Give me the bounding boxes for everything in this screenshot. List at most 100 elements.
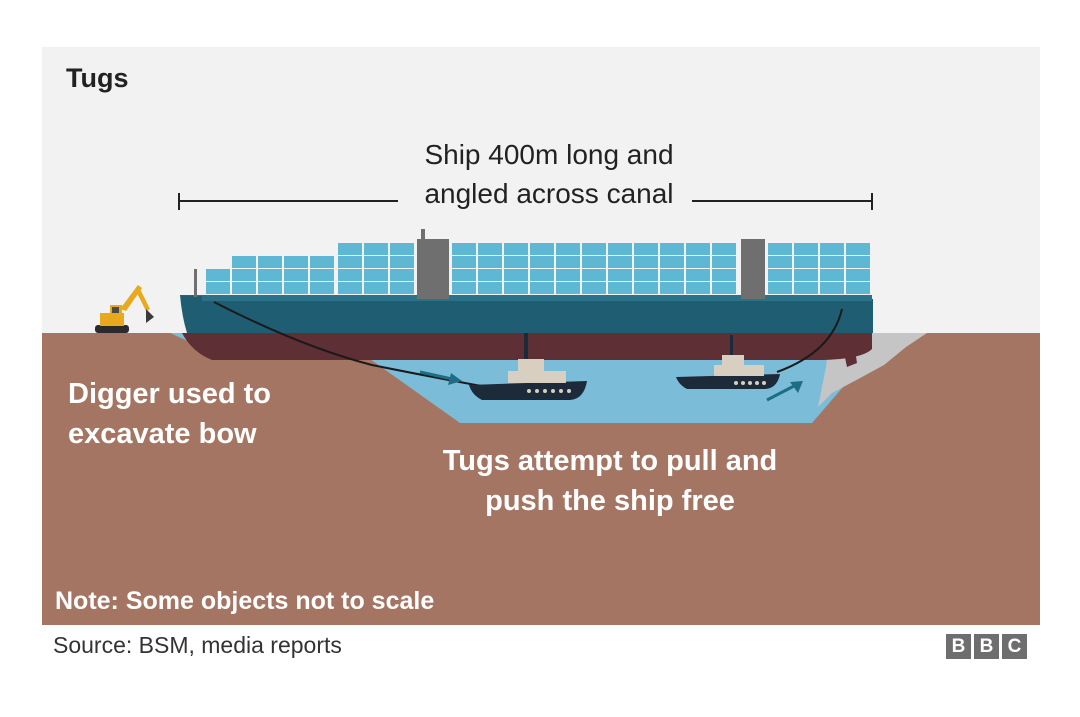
tug-right [676, 335, 780, 389]
container-box [768, 256, 792, 268]
digger-label-line-1: Digger used to [68, 378, 272, 410]
container-box [310, 269, 334, 281]
bridge-tower [417, 239, 449, 299]
container-box [452, 269, 476, 281]
container-box [530, 282, 554, 294]
container-box [686, 269, 710, 281]
container-box [608, 282, 632, 294]
container-box [338, 282, 362, 294]
funnel-tower [741, 239, 765, 299]
container-box [846, 243, 870, 255]
container-box [390, 269, 414, 281]
container-box [206, 282, 230, 294]
container-box [390, 256, 414, 268]
tug-left [469, 333, 587, 400]
container-box [794, 256, 818, 268]
container-box [820, 256, 844, 268]
container-box [634, 256, 658, 268]
container-box [390, 243, 414, 255]
container-box [452, 282, 476, 294]
container-box [504, 269, 528, 281]
pull-arrow-icon [419, 370, 462, 385]
container-box [258, 256, 282, 268]
container-box [660, 256, 684, 268]
bbc-logo: B B C [946, 634, 1027, 659]
push-arrow-icon [766, 381, 803, 402]
container-box [258, 282, 282, 294]
ship-length-label: Ship 400m long and angled across canal [342, 135, 756, 213]
container-box [478, 269, 502, 281]
container-box [582, 269, 606, 281]
bbc-logo-letter: C [1002, 634, 1027, 659]
container-box [530, 256, 554, 268]
container-box [530, 269, 554, 281]
container-box [478, 282, 502, 294]
container-stacks [206, 243, 870, 294]
container-box [310, 282, 334, 294]
digger-label: Digger used to excavate bow [68, 374, 271, 454]
bridge-mast [421, 229, 425, 241]
bbc-logo-letter: B [946, 634, 971, 659]
container-box [846, 282, 870, 294]
container-box [504, 282, 528, 294]
bbc-logo-letter: B [974, 634, 999, 659]
container-box [582, 256, 606, 268]
container-box [364, 269, 388, 281]
container-box [686, 282, 710, 294]
container-box [232, 269, 256, 281]
container-box [452, 243, 476, 255]
container-box [258, 269, 282, 281]
container-box [504, 256, 528, 268]
ship-label-line-1: Ship 400m long and [424, 139, 674, 170]
container-box [794, 282, 818, 294]
ship-label-line-2: angled across canal [424, 178, 674, 209]
digger-icon [95, 285, 154, 333]
container-box [390, 282, 414, 294]
container-box [686, 256, 710, 268]
container-box [712, 282, 736, 294]
container-box [608, 256, 632, 268]
container-box [556, 282, 580, 294]
container-box [712, 269, 736, 281]
container-box [284, 256, 308, 268]
container-box [556, 243, 580, 255]
scale-note: Note: Some objects not to scale [55, 587, 435, 615]
container-box [768, 282, 792, 294]
container-box [608, 243, 632, 255]
container-box [364, 243, 388, 255]
container-box [660, 282, 684, 294]
container-box [452, 256, 476, 268]
container-box [582, 282, 606, 294]
container-box [478, 243, 502, 255]
container-box [582, 243, 606, 255]
container-box [686, 243, 710, 255]
container-box [530, 243, 554, 255]
diagram-panel: Tugs Ship 400m long and angled across ca… [42, 47, 1040, 625]
container-box [206, 269, 230, 281]
container-box [556, 256, 580, 268]
container-box [712, 256, 736, 268]
ship-rudder [842, 343, 857, 367]
container-box [284, 282, 308, 294]
tugs-label-line-2: push the ship free [485, 485, 735, 517]
container-box [338, 269, 362, 281]
tugs-label-line-1: Tugs attempt to pull and [442, 445, 778, 477]
container-box [338, 243, 362, 255]
source-credit: Source: BSM, media reports [53, 632, 342, 658]
container-box [232, 256, 256, 268]
container-box [820, 282, 844, 294]
ship-deck [202, 295, 872, 301]
ship-hull-upper [180, 295, 873, 333]
diagram-title: Tugs [66, 63, 129, 93]
container-box [634, 243, 658, 255]
digger-label-line-2: excavate bow [68, 418, 257, 450]
container-box [608, 269, 632, 281]
tugs-label: Tugs attempt to pull and push the ship f… [400, 441, 820, 521]
container-box [794, 243, 818, 255]
ship-length-dimension [178, 193, 873, 210]
container-box [338, 256, 362, 268]
container-box [768, 269, 792, 281]
container-box [794, 269, 818, 281]
container-box [310, 256, 334, 268]
container-box [478, 256, 502, 268]
